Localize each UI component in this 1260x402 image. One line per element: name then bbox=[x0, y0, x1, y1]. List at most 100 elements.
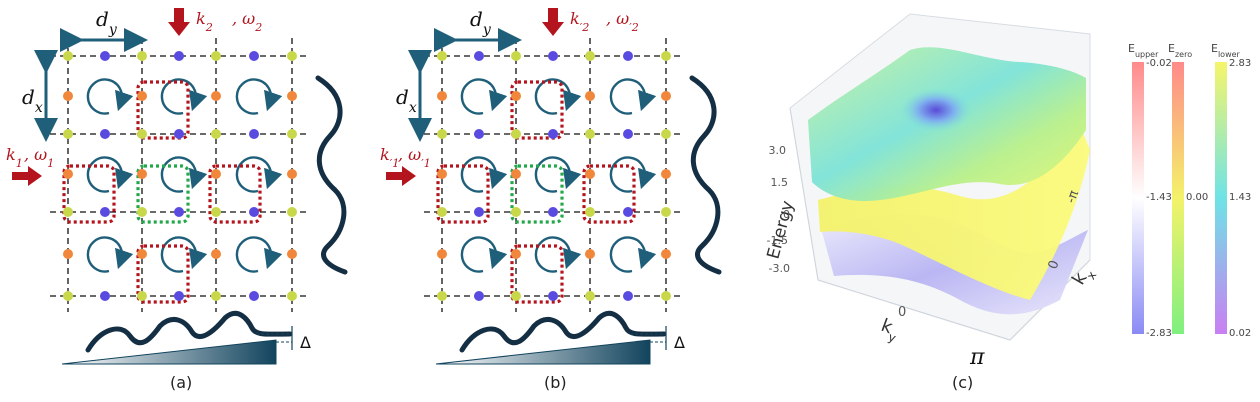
omega-left-label: , ω′1 bbox=[398, 145, 431, 170]
site-node-vertical bbox=[63, 249, 73, 259]
colorbar-tick-label: 2.83 bbox=[1229, 58, 1251, 69]
omega-top-label: , ω2 bbox=[232, 9, 262, 34]
dx-label: dx bbox=[22, 85, 43, 116]
site-node-vertical bbox=[437, 169, 447, 179]
site-node-horizontal bbox=[174, 51, 184, 61]
circulation-arrow bbox=[609, 78, 657, 115]
site-node-horizontal bbox=[174, 291, 184, 301]
dy-label: dy bbox=[470, 7, 492, 38]
site-node-corner bbox=[661, 207, 671, 217]
caption-a: (a) bbox=[170, 373, 193, 392]
site-node-horizontal bbox=[623, 129, 633, 139]
colorbar-tick-label: 1.43 bbox=[1229, 192, 1251, 203]
site-node-corner bbox=[287, 207, 297, 217]
red-plaquette-box bbox=[510, 80, 564, 140]
site-node-horizontal bbox=[100, 207, 110, 217]
site-node-horizontal bbox=[623, 207, 633, 217]
site-node-vertical bbox=[137, 169, 147, 179]
site-node-corner bbox=[661, 51, 671, 61]
input-arrow-left bbox=[12, 166, 42, 186]
site-node-corner bbox=[585, 51, 595, 61]
site-node-horizontal bbox=[249, 129, 259, 139]
circulation-arrow bbox=[160, 236, 208, 273]
input-arrow-top bbox=[168, 8, 190, 36]
site-node-vertical bbox=[211, 249, 221, 259]
site-node-vertical bbox=[287, 249, 297, 259]
k-left-label: k1 bbox=[6, 145, 23, 170]
site-node-horizontal bbox=[249, 291, 259, 301]
red-plaquette-box bbox=[582, 164, 636, 224]
site-node-corner bbox=[585, 129, 595, 139]
red-plaquette-box bbox=[208, 164, 262, 224]
site-node-corner bbox=[137, 51, 147, 61]
site-node-vertical bbox=[661, 169, 671, 179]
colorbar-lower bbox=[1215, 62, 1227, 334]
circulation-arrow bbox=[460, 236, 508, 273]
site-node-vertical bbox=[661, 249, 671, 259]
site-node-corner bbox=[211, 207, 221, 217]
circulation-arrow bbox=[235, 236, 283, 273]
colorbar-tick-label: 0.02 bbox=[1229, 328, 1251, 339]
dy-label: dy bbox=[96, 7, 118, 38]
site-node-corner bbox=[511, 291, 521, 301]
k-top-label: k′2 bbox=[570, 9, 589, 34]
site-node-horizontal bbox=[174, 129, 184, 139]
plot-box-edge bbox=[817, 279, 1011, 341]
circulation-arrow bbox=[534, 236, 582, 273]
site-node-corner bbox=[585, 291, 595, 301]
circulation-arrow bbox=[86, 78, 134, 115]
site-node-vertical bbox=[661, 91, 671, 101]
site-node-horizontal bbox=[474, 207, 484, 217]
z-tick-label: 3.0 bbox=[769, 144, 787, 157]
site-node-corner bbox=[437, 291, 447, 301]
site-node-corner bbox=[211, 291, 221, 301]
site-node-corner bbox=[437, 207, 447, 217]
site-node-vertical bbox=[585, 91, 595, 101]
green-plaquette-box bbox=[136, 164, 190, 224]
omega-top-label: , ω′2 bbox=[606, 9, 639, 34]
colorbar-title: Ezero bbox=[1168, 42, 1192, 59]
site-node-vertical bbox=[511, 169, 521, 179]
z-tick-label: -1.5 bbox=[767, 234, 788, 247]
site-node-vertical bbox=[211, 91, 221, 101]
site-node-corner bbox=[63, 291, 73, 301]
colorbar-tick-label: -1.43 bbox=[1146, 192, 1172, 203]
z-tick-label: -3.0 bbox=[769, 262, 790, 275]
gradient-wedge bbox=[435, 339, 651, 365]
site-node-corner bbox=[287, 291, 297, 301]
site-node-corner bbox=[437, 51, 447, 61]
site-node-horizontal bbox=[474, 291, 484, 301]
circulation-arrow bbox=[235, 156, 283, 193]
z-axis-title: Energy bbox=[764, 199, 799, 262]
site-node-vertical bbox=[287, 91, 297, 101]
site-node-horizontal bbox=[548, 291, 558, 301]
site-node-vertical bbox=[511, 249, 521, 259]
site-node-horizontal bbox=[548, 129, 558, 139]
surface-zero bbox=[818, 120, 1090, 300]
z-tick-label: 1.5 bbox=[771, 176, 789, 189]
omega-left-label: , ω1 bbox=[24, 145, 54, 170]
panel-a: dy dx k2 , ω2 k1, ω1 Δ (a) bbox=[0, 0, 420, 402]
site-node-horizontal bbox=[474, 51, 484, 61]
site-node-vertical bbox=[63, 91, 73, 101]
site-node-corner bbox=[63, 51, 73, 61]
dx-label: dx bbox=[396, 85, 417, 116]
colorbar-title: Eupper bbox=[1128, 42, 1159, 59]
red-plaquette-box bbox=[62, 164, 116, 224]
bottom-wave bbox=[459, 310, 667, 353]
site-node-vertical bbox=[63, 169, 73, 179]
circulation-arrow bbox=[235, 78, 283, 115]
green-plaquette-box bbox=[510, 164, 564, 224]
site-node-vertical bbox=[287, 169, 297, 179]
site-node-vertical bbox=[585, 249, 595, 259]
site-node-corner bbox=[137, 291, 147, 301]
input-arrow-left bbox=[386, 166, 416, 186]
delta-label: Δ bbox=[674, 333, 685, 352]
k-top-label: k2 bbox=[196, 9, 213, 34]
site-node-corner bbox=[511, 129, 521, 139]
site-node-vertical bbox=[137, 249, 147, 259]
gradient-wedge bbox=[61, 339, 277, 365]
input-arrow-top bbox=[542, 8, 564, 36]
delta-label: Δ bbox=[300, 333, 311, 352]
